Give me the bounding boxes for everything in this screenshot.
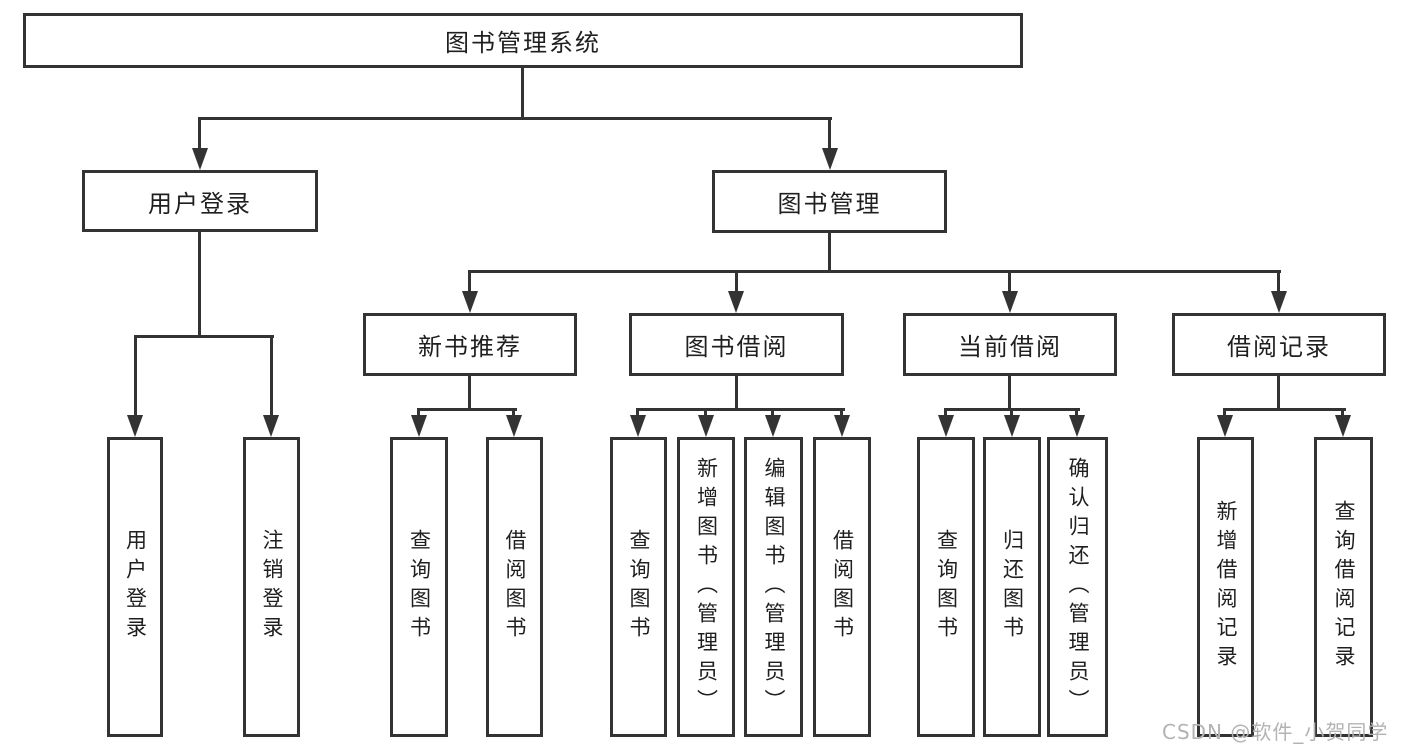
node-library-management-system: 图书管理系统 [23,13,1023,68]
leaf-query-books-recommend: 查询图书 [390,437,448,737]
leaf-borrow-books-recommend: 借阅图书 [486,437,543,737]
arrowhead-down-icon [1217,415,1233,437]
connector-line [1223,408,1346,411]
connector-line [735,376,738,409]
connector-line [134,335,274,338]
connector-line [198,232,201,336]
connector-line [1075,408,1078,418]
connector-line [1277,270,1280,294]
leaf-add-book-admin: 新增图书（管理员） [677,437,735,737]
leaf-label: 借阅图书 [830,529,855,645]
connector-line [840,408,843,418]
connector-line [417,408,517,411]
node-current-borrowing: 当前借阅 [903,313,1117,376]
leaf-label: 确认归还（管理员） [1066,456,1090,718]
connector-line [468,270,1281,273]
arrowhead-down-icon [765,415,781,437]
leaf-confirm-return-admin: 确认归还（管理员） [1047,437,1108,737]
connector-line [134,335,137,416]
leaf-label: 归还图书 [1000,529,1025,645]
connector-line [468,376,471,409]
connector-line [417,408,420,418]
leaf-borrow-books: 借阅图书 [813,437,871,737]
csdn-watermark: CSDN @软件_小贺同学 [1162,720,1389,744]
connector-line [521,68,524,118]
leaf-return-books: 归还图书 [983,437,1041,737]
connector-line [1010,408,1013,418]
connector-line [636,408,639,418]
connector-line [468,270,471,294]
arrowhead-down-icon [506,415,522,437]
leaf-user-login: 用户登录 [107,437,163,737]
arrowhead-down-icon [1069,415,1085,437]
connector-line [636,408,845,411]
connector-line [828,233,831,271]
leaf-label: 查询图书 [407,529,432,645]
arrowhead-down-icon [1271,291,1287,313]
leaf-query-books-borrowing: 查询图书 [610,437,667,737]
arrowhead-down-icon [1335,415,1351,437]
arrowhead-down-icon [1002,291,1018,313]
leaf-label: 查询借阅记录 [1332,500,1356,674]
leaf-label: 用户登录 [123,529,148,645]
node-borrowing-records: 借阅记录 [1172,313,1386,376]
connector-line [771,408,774,418]
leaf-label: 新增图书（管理员） [694,456,719,718]
leaf-label: 查询图书 [627,529,651,645]
connector-line [512,408,515,418]
arrowhead-down-icon [822,148,838,170]
leaf-query-borrow-record: 查询借阅记录 [1314,437,1373,737]
leaf-label: 注销登录 [260,529,284,645]
arrowhead-down-icon [698,415,714,437]
leaf-query-books-current: 查询图书 [917,437,975,737]
connector-line [1008,376,1011,409]
leaf-label: 查询图书 [934,529,959,645]
connector-line [198,117,832,120]
arrowhead-down-icon [411,415,427,437]
connector-line [828,117,831,151]
arrowhead-down-icon [728,291,744,313]
arrowhead-down-icon [834,415,850,437]
arrowhead-down-icon [127,415,143,437]
node-new-book-recommendation: 新书推荐 [363,313,577,376]
leaf-label: 编辑图书（管理员） [762,456,786,718]
arrowhead-down-icon [192,148,208,170]
arrowhead-down-icon [462,291,478,313]
connector-line [735,270,738,294]
connector-line [1223,408,1226,418]
connector-line [1008,270,1011,294]
connector-line [198,117,201,151]
arrowhead-down-icon [263,415,279,437]
arrowhead-down-icon [630,415,646,437]
node-user-login: 用户登录 [82,170,318,232]
connector-line [1341,408,1344,418]
arrowhead-down-icon [938,415,954,437]
leaf-edit-book-admin: 编辑图书（管理员） [744,437,803,737]
leaf-logout: 注销登录 [243,437,300,737]
leaf-label: 借阅图书 [503,529,527,645]
connector-line [270,335,273,416]
node-book-borrowing: 图书借阅 [629,313,844,376]
connector-line [704,408,707,418]
node-book-management: 图书管理 [712,170,947,233]
leaf-label: 新增借阅记录 [1214,500,1238,674]
arrowhead-down-icon [1004,415,1020,437]
leaf-add-borrow-record: 新增借阅记录 [1197,437,1254,737]
connector-line [1277,376,1280,409]
connector-line [944,408,947,418]
